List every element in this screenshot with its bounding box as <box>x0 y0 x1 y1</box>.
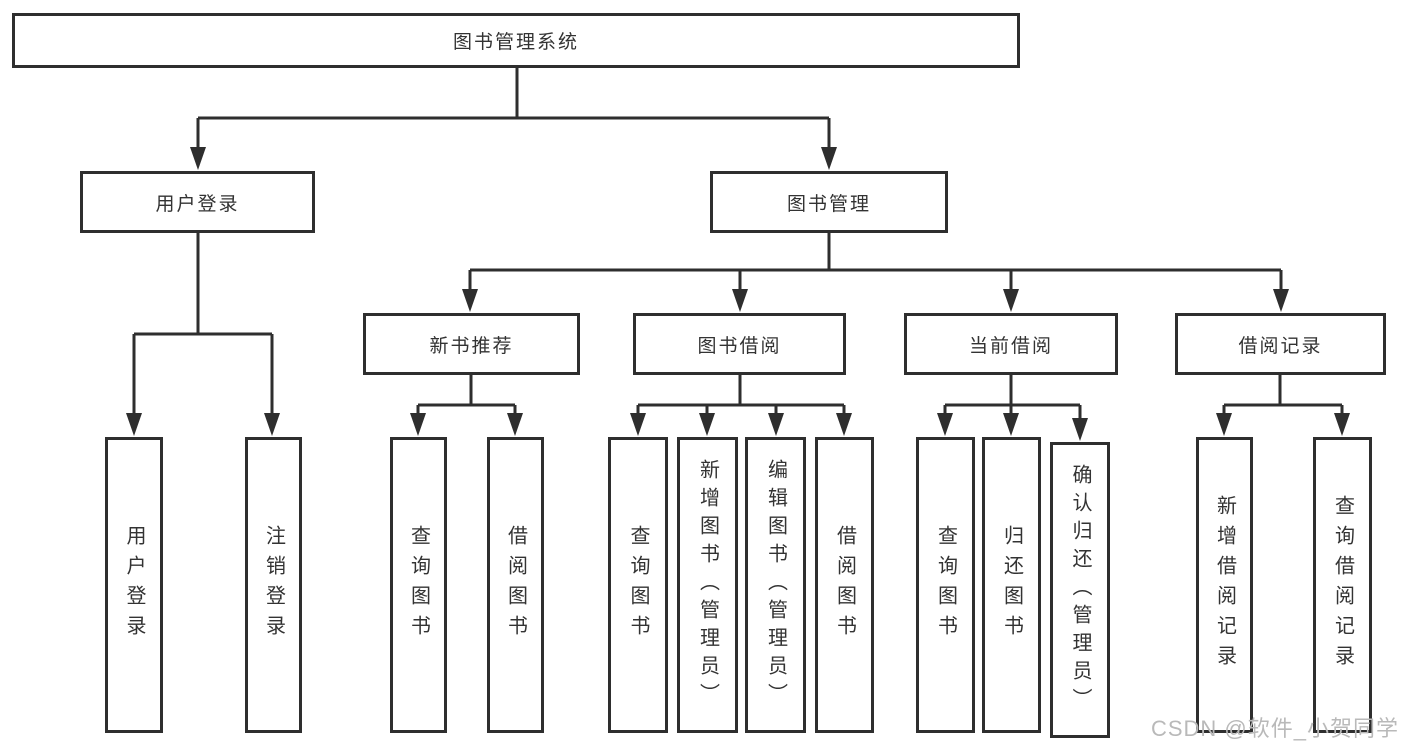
connector-root-to-level2 <box>196 68 831 152</box>
leaf-return-books-label: 归还图书 <box>1000 525 1023 645</box>
leaf-borrow-books-borrow: 借阅图书 <box>815 437 874 733</box>
leaf-confirm-return-admin-label: 确认归还（管理员） <box>1069 464 1091 716</box>
leaf-query-books-borrow: 查询图书 <box>608 437 668 733</box>
leaf-add-book-admin-label: 新增图书（管理员） <box>696 459 719 711</box>
leaf-add-book-admin: 新增图书（管理员） <box>677 437 738 733</box>
connector-new-book-recommend-to-leaves <box>416 375 517 418</box>
connector-borrow-records-to-leaves <box>1222 375 1344 418</box>
connector-user-login-to-leaves <box>132 233 274 418</box>
leaf-query-books-current: 查询图书 <box>916 437 975 733</box>
leaf-add-borrow-record-label: 新增借阅记录 <box>1213 495 1236 675</box>
leaf-query-books-borrow-label: 查询图书 <box>627 525 649 645</box>
node-book-management: 图书管理 <box>710 171 948 233</box>
leaf-query-books-recommend: 查询图书 <box>390 437 447 733</box>
node-root: 图书管理系统 <box>12 13 1020 68</box>
leaf-user-login: 用户登录 <box>105 437 163 733</box>
connector-book-management-to-level3 <box>468 233 1283 294</box>
leaf-add-borrow-record: 新增借阅记录 <box>1196 437 1253 733</box>
connector-book-borrow-to-leaves <box>636 375 846 418</box>
node-current-borrow: 当前借阅 <box>904 313 1118 375</box>
leaf-query-borrow-record-label: 查询借阅记录 <box>1331 495 1354 675</box>
leaf-borrow-books-borrow-label: 借阅图书 <box>833 525 856 645</box>
leaf-return-books: 归还图书 <box>982 437 1041 733</box>
leaf-edit-book-admin-label: 编辑图书（管理员） <box>764 459 787 711</box>
node-book-borrow: 图书借阅 <box>633 313 846 375</box>
leaf-logout-label: 注销登录 <box>262 525 285 645</box>
leaf-query-borrow-record: 查询借阅记录 <box>1313 437 1372 733</box>
node-new-book-recommend: 新书推荐 <box>363 313 580 375</box>
leaf-query-books-current-label: 查询图书 <box>934 525 957 645</box>
watermark: CSDN @软件_小贺同学 <box>1150 716 1399 741</box>
leaf-edit-book-admin: 编辑图书（管理员） <box>745 437 806 733</box>
leaf-query-books-recommend-label: 查询图书 <box>407 525 430 645</box>
leaf-user-login-label: 用户登录 <box>123 525 145 645</box>
connector-current-borrow-to-leaves <box>943 375 1082 423</box>
node-borrow-records: 借阅记录 <box>1175 313 1386 375</box>
leaf-borrow-books-recommend-label: 借阅图书 <box>504 525 527 645</box>
node-user-login: 用户登录 <box>80 171 315 233</box>
leaf-logout: 注销登录 <box>245 437 302 733</box>
leaf-confirm-return-admin: 确认归还（管理员） <box>1050 442 1110 738</box>
leaf-borrow-books-recommend: 借阅图书 <box>487 437 544 733</box>
